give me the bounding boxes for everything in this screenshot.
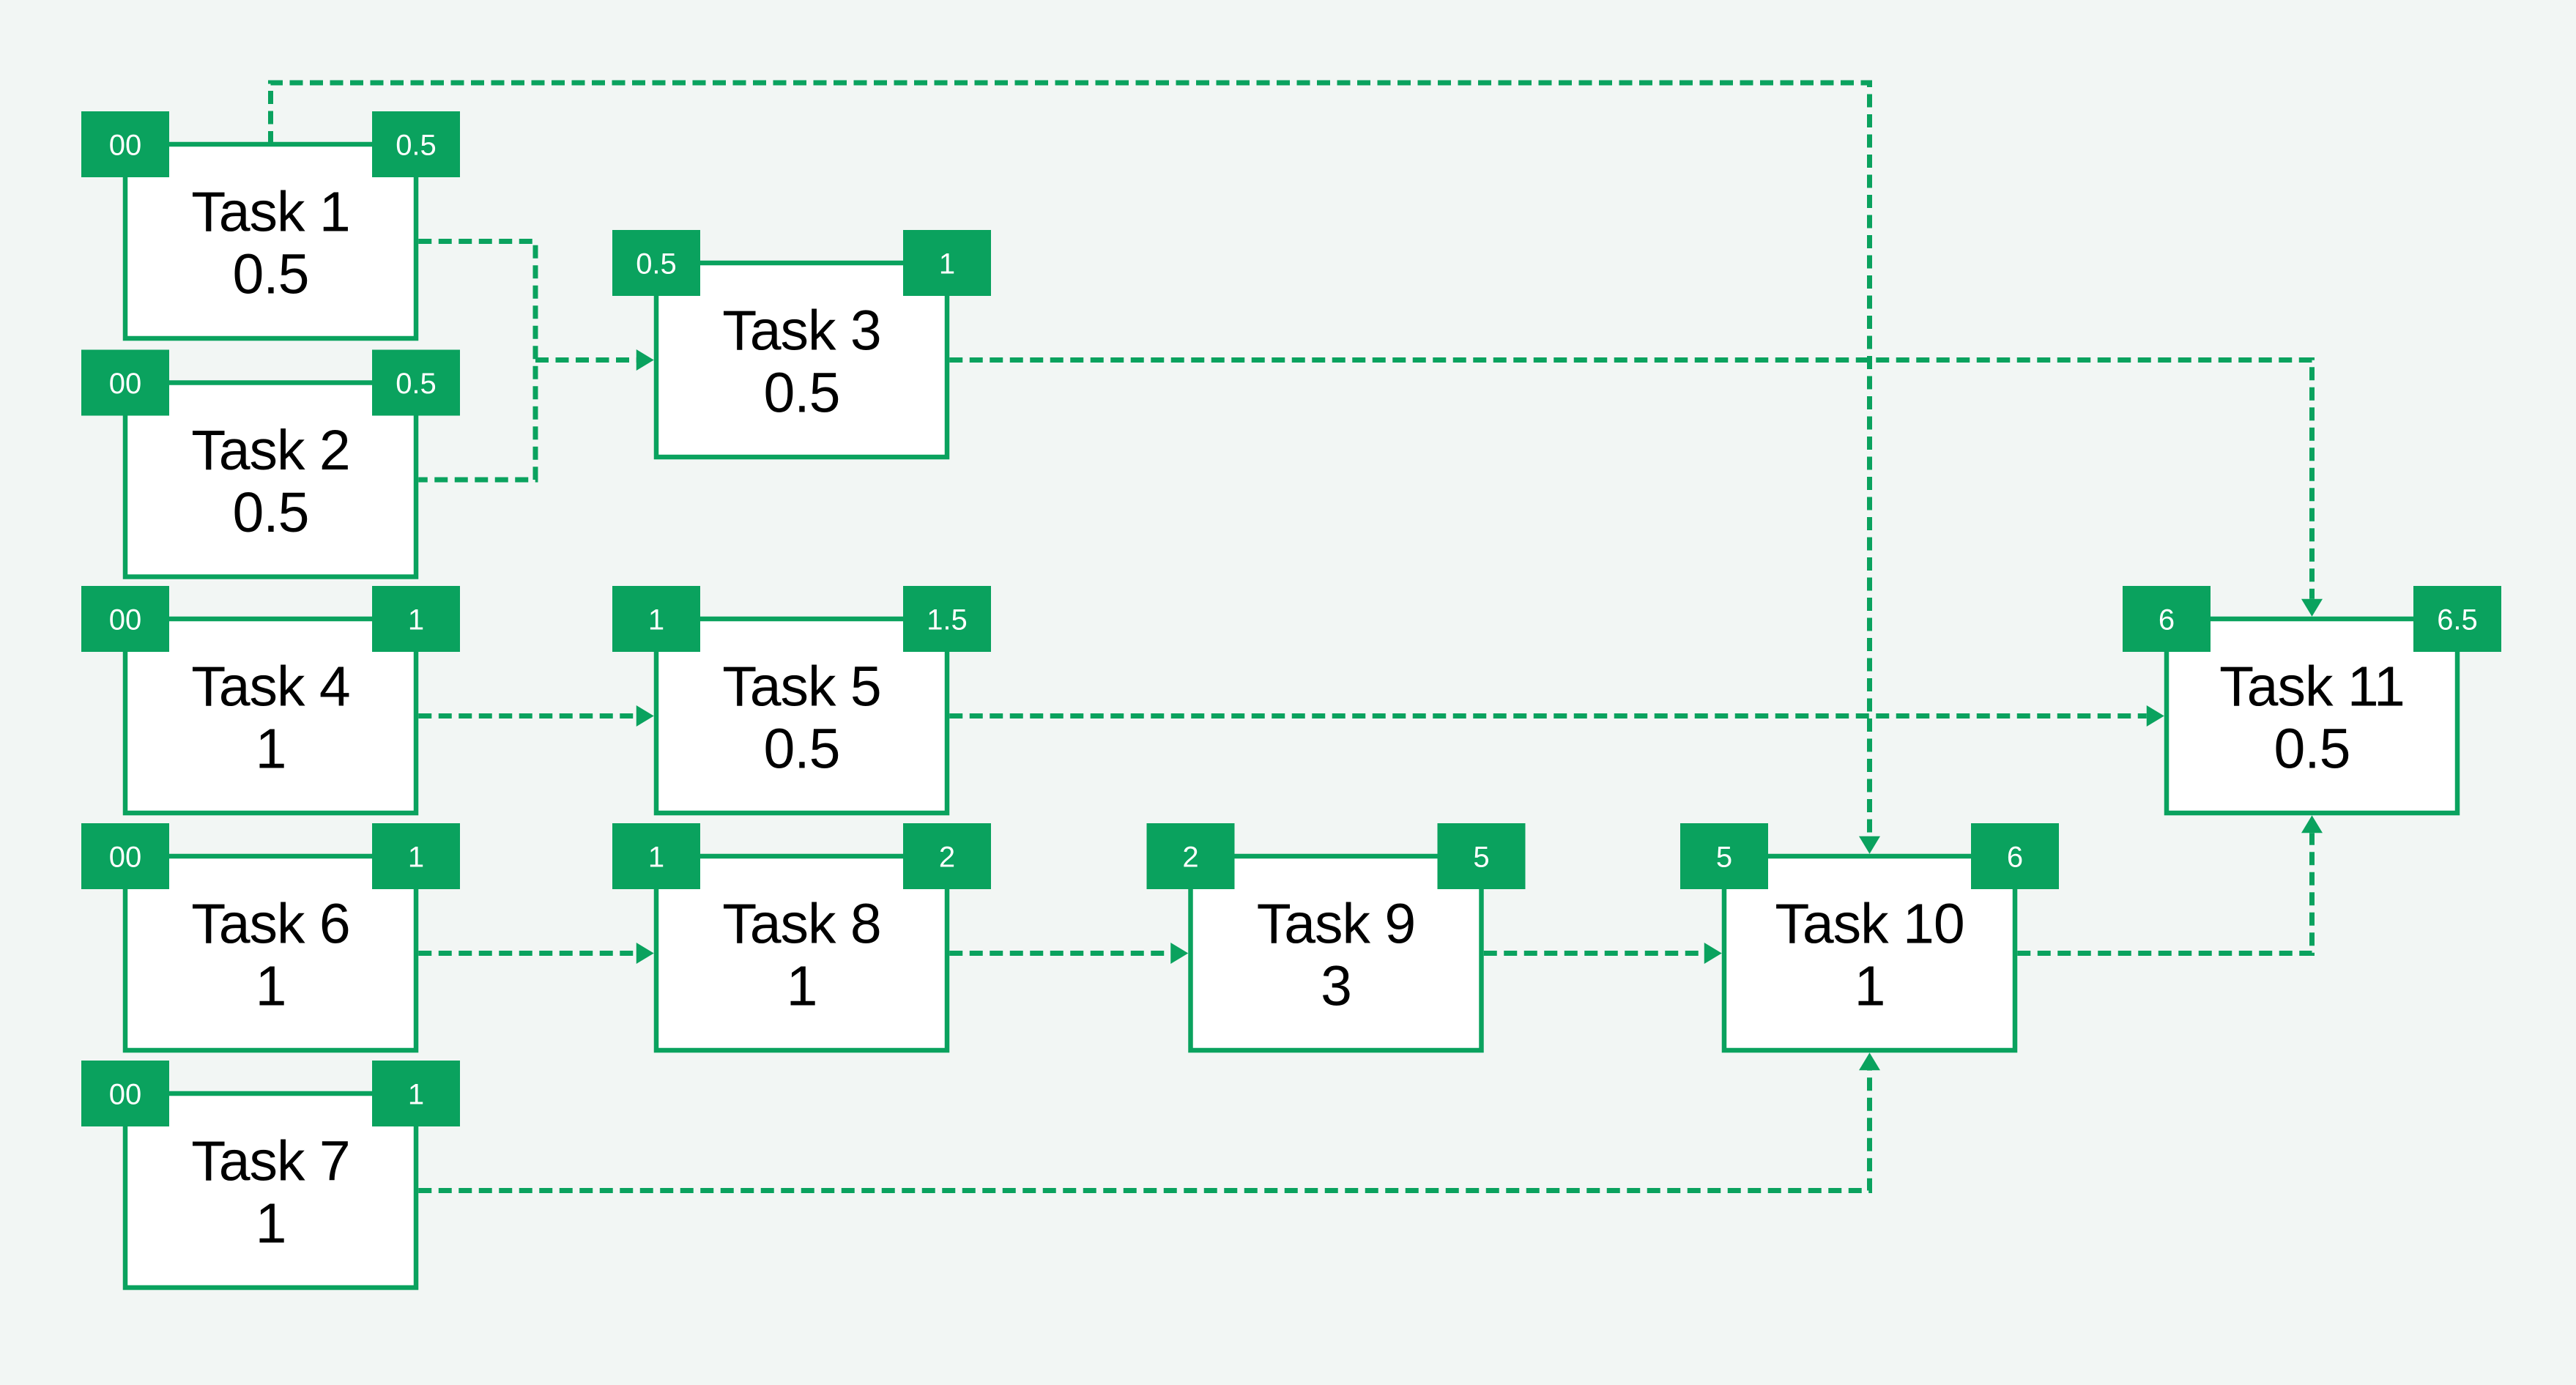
svg-text:5: 5 [1473,842,1489,874]
svg-text:Task 11: Task 11 [2219,656,2405,719]
svg-text:0.5: 0.5 [636,248,677,281]
svg-text:00: 00 [109,604,142,636]
svg-text:0.5: 0.5 [396,368,437,400]
svg-text:2: 2 [939,842,955,874]
svg-text:0.5: 0.5 [396,130,437,162]
svg-text:00: 00 [109,130,142,162]
svg-text:Task 10: Task 10 [1775,893,1964,956]
svg-text:1: 1 [1855,955,1885,1018]
svg-text:0.5: 0.5 [763,718,839,781]
svg-text:Task 5: Task 5 [722,656,881,719]
svg-text:6: 6 [2007,842,2023,874]
svg-text:1: 1 [408,1079,424,1111]
svg-text:00: 00 [109,842,142,874]
svg-text:Task 3: Task 3 [722,300,881,363]
svg-text:6.5: 6.5 [2437,604,2478,636]
svg-text:0.5: 0.5 [2274,718,2350,781]
svg-text:Task 4: Task 4 [191,656,350,719]
svg-text:00: 00 [109,368,142,400]
svg-text:Task 8: Task 8 [722,893,881,956]
svg-text:1: 1 [648,842,664,874]
svg-text:Task 6: Task 6 [191,893,350,956]
svg-text:0.5: 0.5 [232,481,308,544]
svg-text:Task 2: Task 2 [191,419,350,482]
svg-text:0.5: 0.5 [232,243,308,306]
svg-text:1: 1 [256,1192,286,1255]
svg-text:1: 1 [256,955,286,1018]
svg-text:Task 9: Task 9 [1257,893,1416,956]
svg-text:1: 1 [939,248,955,281]
svg-text:1.5: 1.5 [927,604,968,636]
svg-text:1: 1 [408,604,424,636]
svg-text:6: 6 [2159,604,2175,636]
svg-text:0.5: 0.5 [763,362,839,425]
svg-text:1: 1 [256,718,286,781]
svg-text:Task 1: Task 1 [191,181,350,244]
svg-text:1: 1 [648,604,664,636]
svg-text:5: 5 [1716,842,1732,874]
svg-text:1: 1 [408,842,424,874]
svg-text:3: 3 [1321,955,1351,1018]
svg-text:2: 2 [1182,842,1198,874]
svg-text:Task 7: Task 7 [191,1130,350,1193]
svg-text:1: 1 [787,955,817,1018]
svg-text:00: 00 [109,1079,142,1111]
